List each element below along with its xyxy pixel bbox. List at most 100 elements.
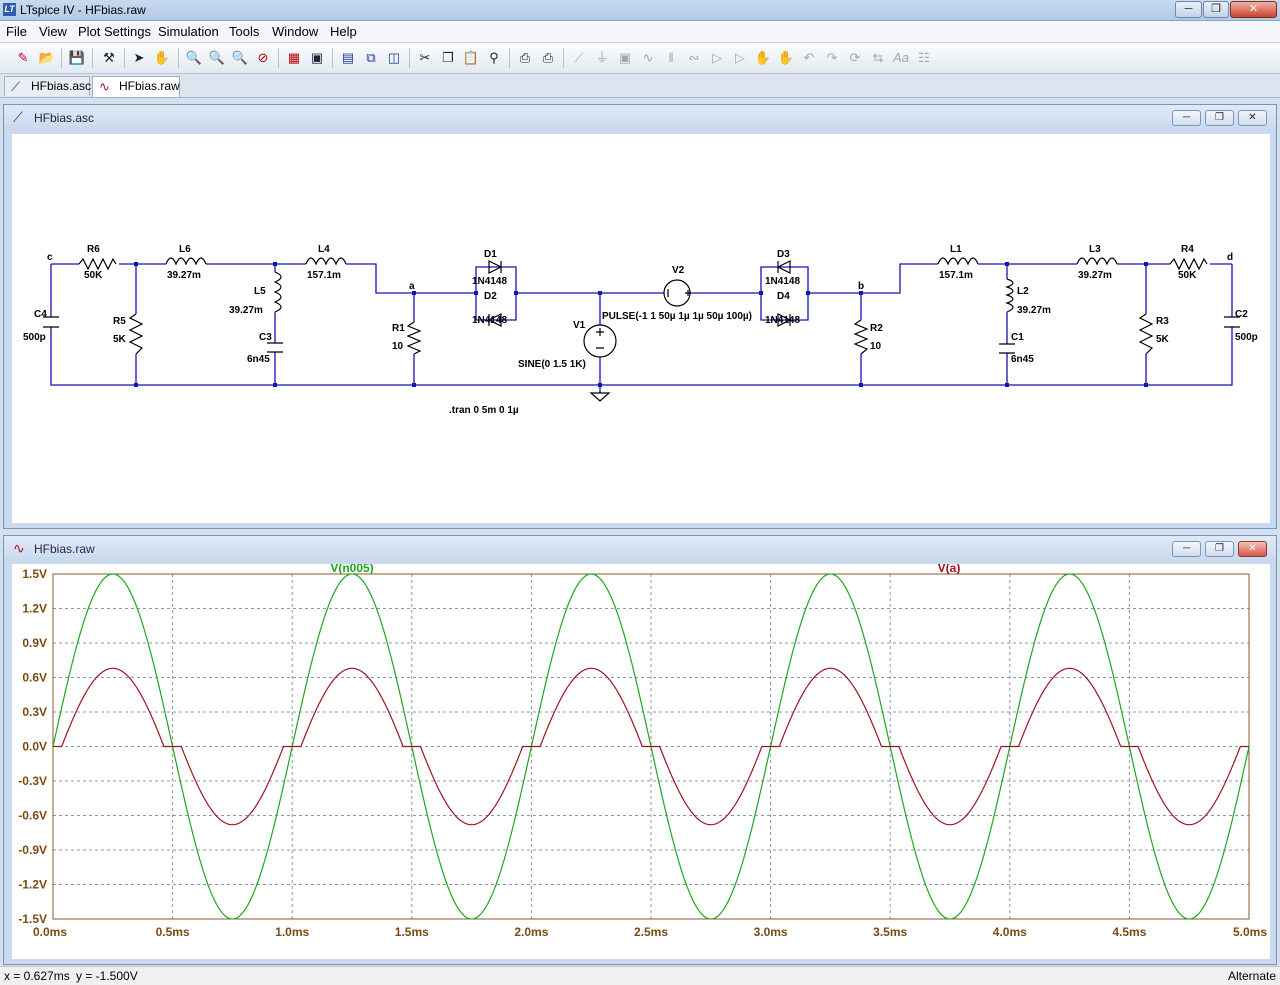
value-C4: 500p: [23, 332, 46, 343]
label-V1: V1: [573, 320, 586, 331]
maximize-icon: ❐: [1215, 112, 1224, 123]
x-tick-label: 5.0ms: [1233, 925, 1267, 939]
paste-icon[interactable]: 📋: [462, 50, 480, 65]
plot-grid: [53, 574, 1249, 919]
diode-D2: [487, 313, 502, 327]
schematic-window-title: HFbias.asc: [34, 111, 95, 125]
minimize-button[interactable]: ─: [1175, 1, 1202, 18]
tab-hfbias-raw[interactable]: ∿ HFbias.raw: [92, 76, 180, 97]
component-icon[interactable]: ▷: [735, 50, 745, 65]
diode-D3: [776, 260, 791, 274]
menu-simulation[interactable]: Simulation: [158, 24, 219, 39]
value-R3: 5K: [1156, 334, 1170, 345]
schematic-drawing: c a b d R6 50K L6 39.27m L4 157.1m D1 1N…: [23, 244, 1258, 416]
trace-v-a[interactable]: [53, 667, 1249, 826]
text-icon[interactable]: Aa: [893, 50, 909, 65]
x-tick-label: 0.5ms: [156, 925, 190, 939]
legend-v-n005[interactable]: V(n005): [330, 561, 373, 575]
value-L5: 39.27m: [229, 305, 263, 316]
menu-view[interactable]: View: [39, 24, 67, 39]
menu-window[interactable]: Window: [272, 24, 319, 39]
diode-icon[interactable]: ▷: [712, 50, 722, 65]
autorange-icon[interactable]: ▦: [287, 50, 301, 65]
wire-icon[interactable]: ⟋: [574, 50, 584, 65]
resistor-R6: [78, 257, 117, 271]
tile-horizontal-icon[interactable]: ▤: [341, 50, 355, 65]
schematic-window[interactable]: ⟋ HFbias.asc ─ ❐ ✕: [3, 104, 1277, 529]
tab-label: HFbias.raw: [119, 79, 180, 93]
menu-help[interactable]: Help: [330, 24, 357, 39]
resistor-icon[interactable]: ∿: [642, 50, 654, 65]
y-tick-label: 0.6V: [22, 671, 47, 685]
pan-icon[interactable]: ✋: [153, 50, 171, 65]
menu-plot-settings[interactable]: Plot Settings: [78, 24, 151, 39]
new-schematic-icon[interactable]: ✎: [17, 50, 29, 65]
label-icon[interactable]: ▣: [618, 50, 632, 65]
tile-vertical-icon[interactable]: ◫: [387, 50, 401, 65]
waveform-close-button[interactable]: ✕: [1238, 541, 1267, 557]
waveform-maximize-button[interactable]: ❐: [1205, 541, 1234, 557]
print-icon[interactable]: ⎙: [542, 50, 554, 65]
maximize-button[interactable]: ❐: [1203, 1, 1229, 18]
copy-icon[interactable]: ❐: [442, 50, 454, 65]
label-D1: D1: [484, 249, 497, 260]
label-D2: D2: [484, 291, 497, 302]
spice-directive: .tran 0 5m 0 1µ: [449, 405, 519, 416]
mirror-icon[interactable]: ⇆: [872, 50, 884, 65]
value-R5: 5K: [113, 334, 127, 345]
value-L1: 157.1m: [939, 270, 973, 281]
resistor-R1: [406, 321, 422, 355]
status-bar: x = 0.627ms y = -1.500V Alternate: [0, 966, 1280, 985]
zoom-in-icon[interactable]: 🔍: [185, 50, 203, 65]
waveform-plot[interactable]: 1.5V1.2V0.9V0.6V0.3V0.0V-0.3V-0.6V-0.9V-…: [12, 561, 1270, 959]
junction-dots: [134, 262, 1148, 387]
spice-directive-icon[interactable]: ☷: [918, 50, 930, 65]
legend-v-a[interactable]: V(a): [938, 561, 961, 575]
label-L4: L4: [318, 244, 330, 255]
value-C1: 6n45: [1011, 354, 1034, 365]
zoom-area-icon[interactable]: 🔍: [208, 50, 226, 65]
tab-hfbias-asc[interactable]: ⟋ HFbias.asc: [4, 76, 91, 96]
capacitor-icon[interactable]: ‖: [668, 50, 674, 65]
fit-icon[interactable]: ▣: [310, 50, 324, 65]
inductor-L6: [165, 257, 207, 266]
close-button[interactable]: ✕: [1230, 1, 1277, 18]
run-icon[interactable]: ➤: [133, 50, 145, 65]
move-icon[interactable]: ✋: [754, 50, 772, 65]
schematic-canvas[interactable]: c a b d R6 50K L6 39.27m L4 157.1m D1 1N…: [12, 134, 1270, 523]
ltspice-logo-icon: LT: [3, 3, 16, 16]
value-D4: 1N4148: [765, 315, 800, 326]
ground-icon[interactable]: ⏚: [595, 50, 609, 65]
redo-icon[interactable]: ↷: [826, 50, 838, 65]
schematic-close-button[interactable]: ✕: [1238, 110, 1267, 126]
label-R3: R3: [1156, 316, 1169, 327]
zoom-out-icon[interactable]: 🔍: [231, 50, 249, 65]
inductor-icon[interactable]: ∾: [688, 50, 700, 65]
undo-icon[interactable]: ↶: [803, 50, 815, 65]
waveform-window-caption: ∿ HFbias.raw ─ ❐ ✕: [4, 536, 1276, 562]
net-label-c: c: [47, 252, 53, 263]
print-setup-icon[interactable]: ⎙: [519, 50, 531, 65]
value-L2: 39.27m: [1017, 305, 1051, 316]
schematic-maximize-button[interactable]: ❐: [1205, 110, 1234, 126]
save-icon[interactable]: 💾: [68, 50, 86, 65]
cursor-x-readout: x = 0.627ms: [4, 969, 70, 983]
menu-tools[interactable]: Tools: [229, 24, 260, 39]
minimize-icon: ─: [1182, 543, 1191, 554]
drag-icon[interactable]: ✋: [777, 50, 795, 65]
schematic-minimize-button[interactable]: ─: [1172, 110, 1201, 126]
control-panel-icon[interactable]: ⚒: [103, 50, 115, 65]
waveform-minimize-button[interactable]: ─: [1172, 541, 1201, 557]
zoom-cancel-icon[interactable]: ⊘: [257, 50, 269, 65]
menu-file[interactable]: File: [6, 24, 27, 39]
cursor-y-readout: y = -1.500V: [76, 969, 138, 983]
open-icon[interactable]: 📂: [38, 50, 56, 65]
x-tick-label: 2.0ms: [514, 925, 548, 939]
status-mode: Alternate: [1227, 969, 1276, 983]
cut-icon[interactable]: ✂: [419, 50, 431, 65]
cascade-icon[interactable]: ⧉: [366, 50, 376, 65]
rotate-icon[interactable]: ⟳: [849, 50, 861, 65]
find-icon[interactable]: ⚲: [489, 50, 499, 65]
